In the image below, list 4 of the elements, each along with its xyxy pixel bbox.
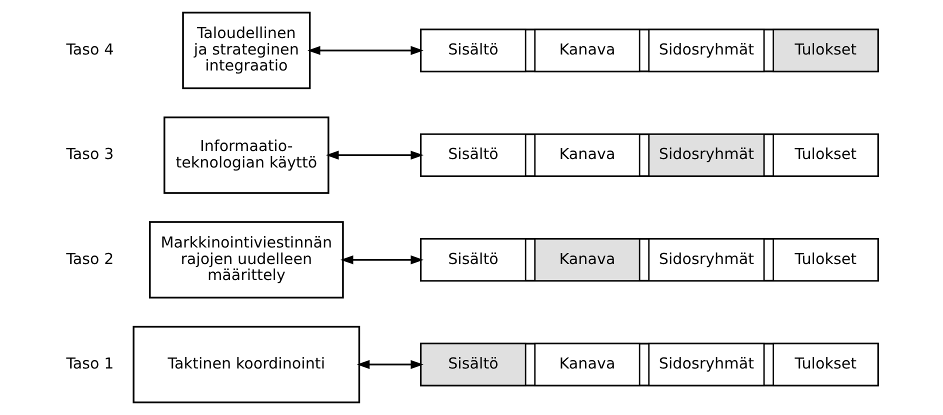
label: Taso 1 bbox=[66, 354, 114, 372]
label: Taso 4 bbox=[66, 40, 114, 58]
label: Taso 2 bbox=[66, 250, 114, 268]
label: Taso 3 bbox=[66, 145, 114, 164]
